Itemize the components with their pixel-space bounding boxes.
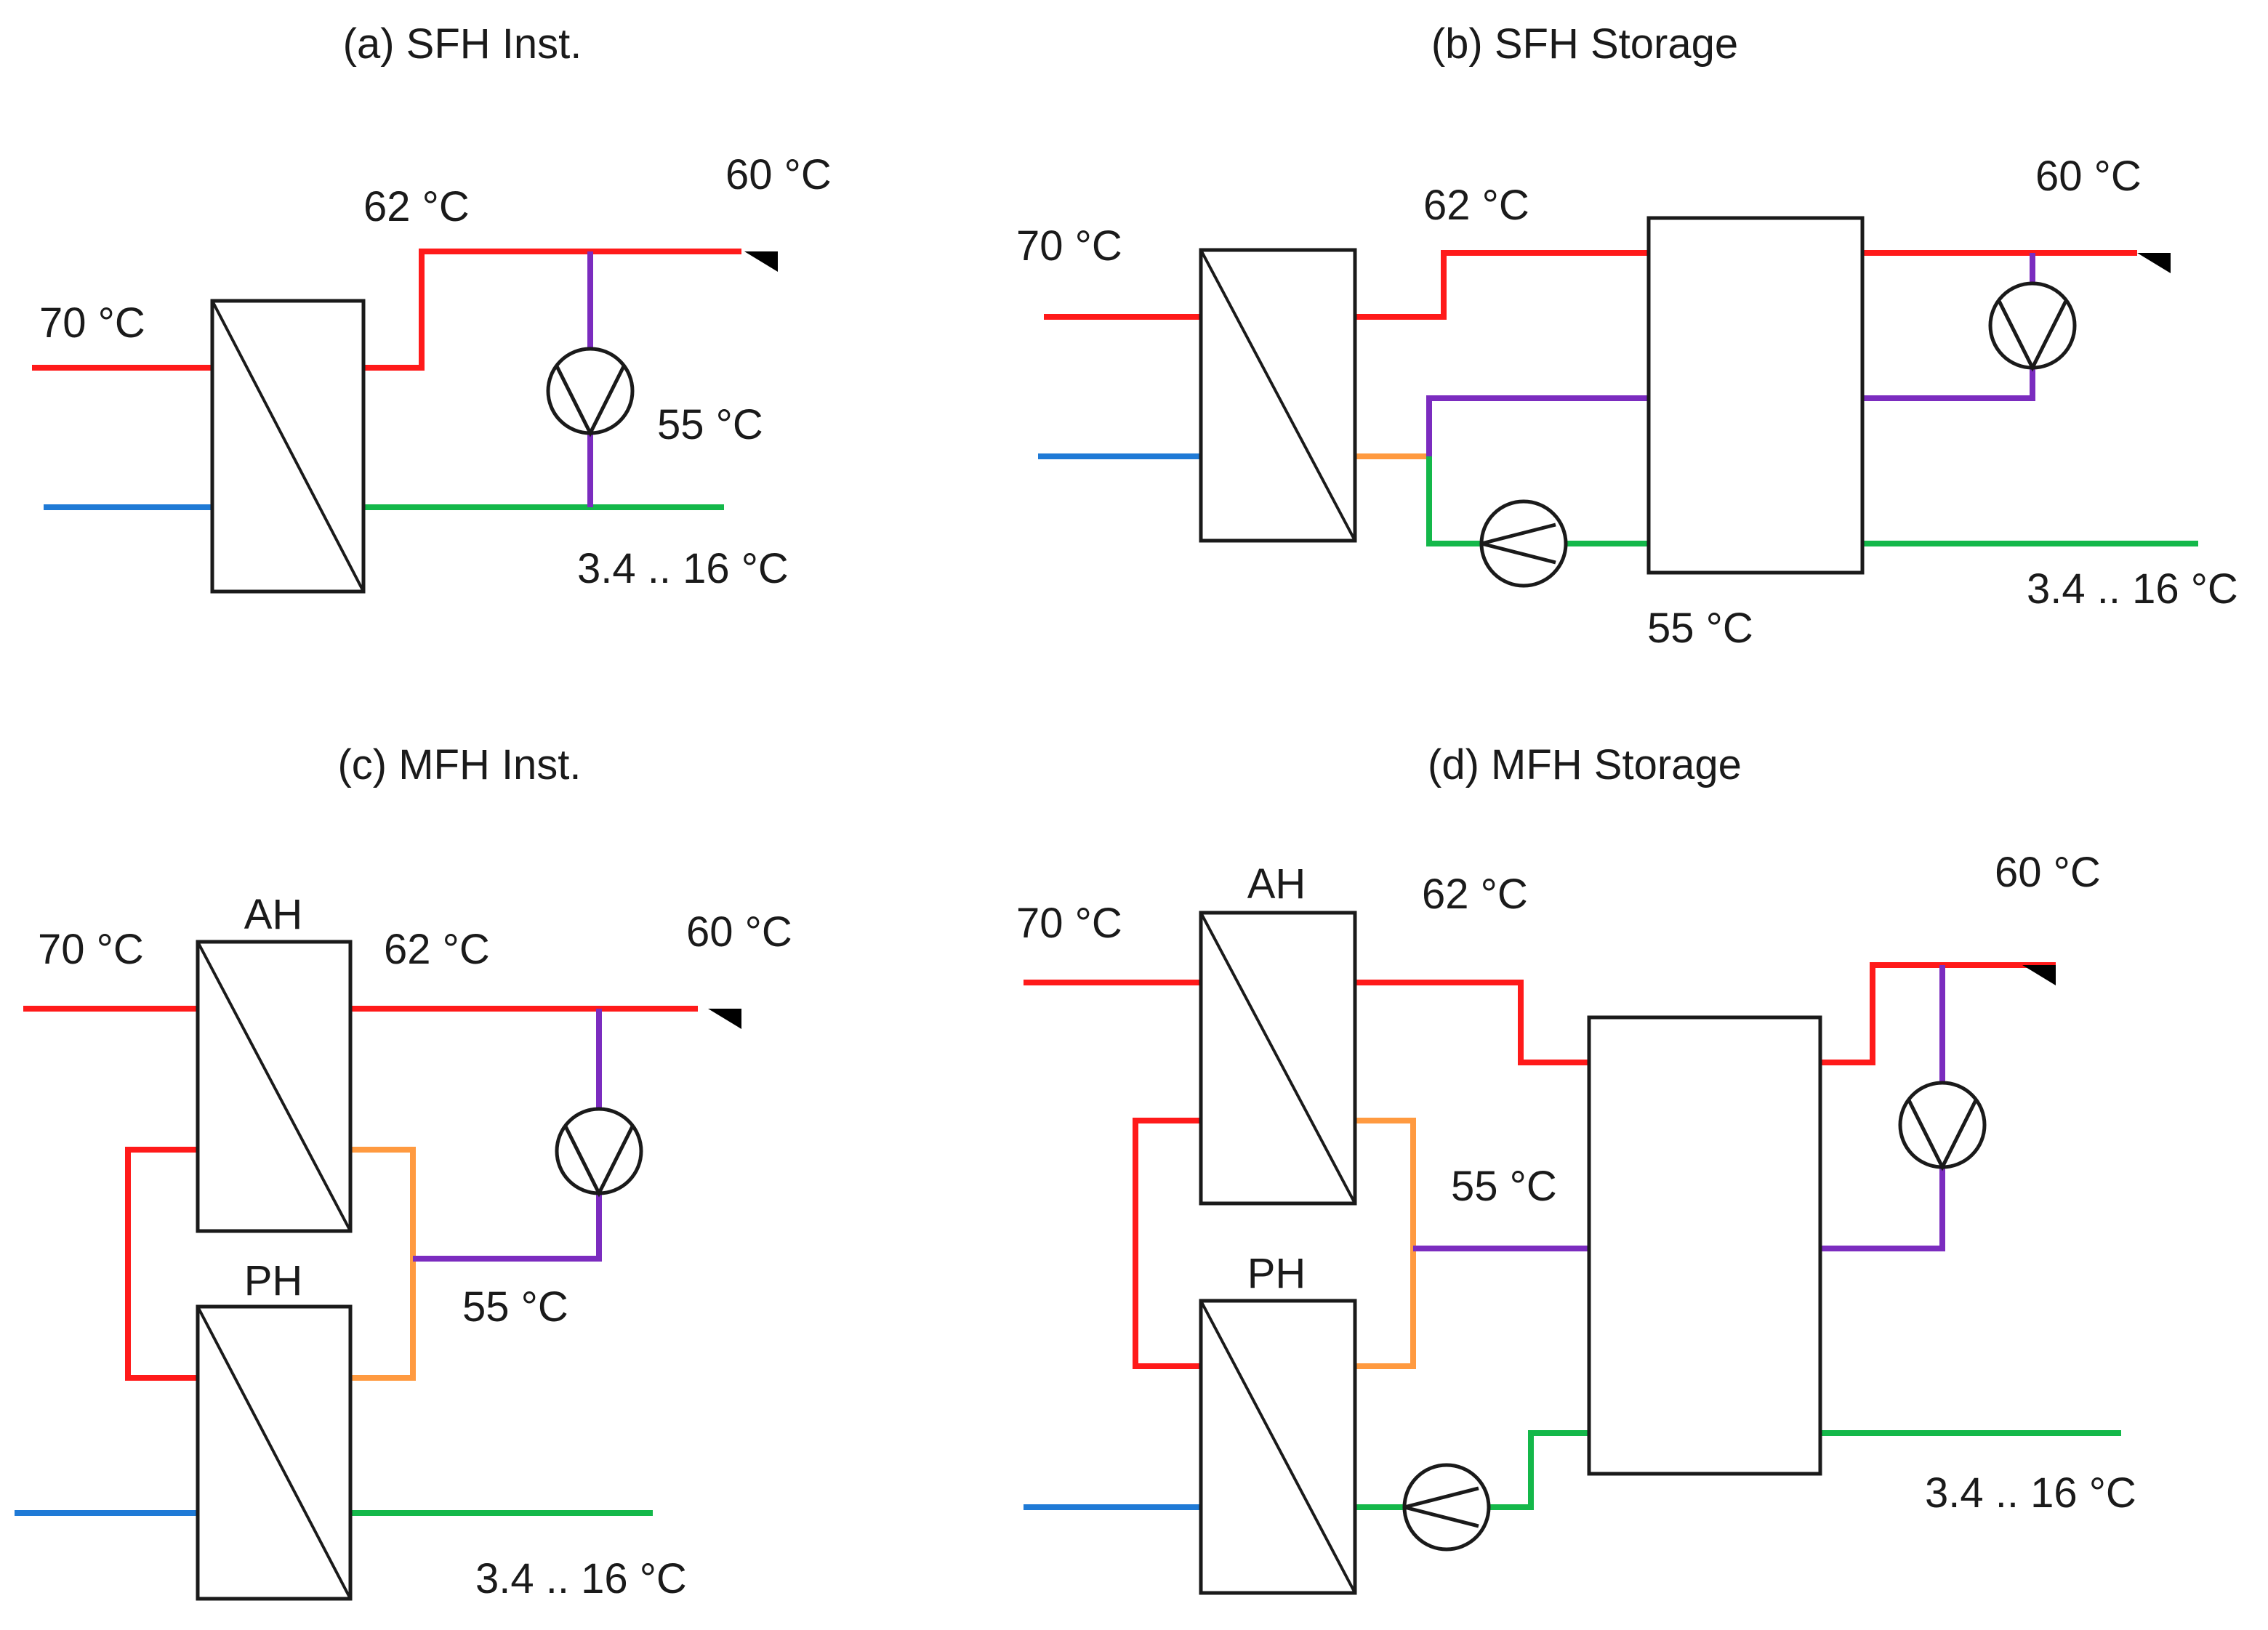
panel-d-label-ah: AH [1247,860,1306,908]
pump-icon [555,1107,643,1198]
panel-a-label-circ: 55 °C [657,401,763,448]
panel-d-circulation-pipe [1820,965,1945,1251]
tap-icon [744,233,810,299]
panel-d-ah-diagonal [1199,912,1356,1204]
panel-b-label-cold: 3.4 .. 16 °C [2027,565,2238,613]
panel-c-title: (c) MFH Inst. [337,741,581,788]
panel-a-label-after-hx: 62 °C [363,183,470,230]
panel-a-label-cold: 3.4 .. 16 °C [577,545,789,592]
tap-icon [708,990,773,1057]
panel-b-title: (b) SFH Storage [1431,20,1738,68]
panel-c-circulation-pipe [413,1009,602,1262]
panel-d-hot-water-pipe [1820,962,2056,1065]
panel-a-label-supply: 70 °C [39,299,145,347]
panel-b-hx-diagonal [1199,249,1356,541]
panel-d-label-after-hx: 62 °C [1422,871,1528,918]
panel-c-intermediate-pipe [350,1147,416,1381]
panel-c-label-ph: PH [244,1257,303,1304]
panel-c-label-ah: AH [244,891,303,938]
tap-icon [2137,234,2203,301]
panel-a-hot-water-pipe [363,249,741,371]
panel-d-label-tap: 60 °C [1995,849,2101,896]
panel-b-label-circ: 55 °C [1647,605,1753,652]
panel-b-charging-pipe [1426,456,1649,546]
panel-b-label-after-hx: 62 °C [1423,182,1529,229]
panel-b-label-tap: 60 °C [2035,153,2142,200]
panel-c-label-after-hx: 62 °C [384,926,490,973]
panel-c-label-supply: 70 °C [38,926,144,973]
panel-a-hx-diagonal [211,300,365,592]
panel-a-title: (a) SFH Inst. [343,20,582,68]
panel-a-label-tap: 60 °C [725,151,832,198]
panel-c-label-circ: 55 °C [462,1283,568,1331]
panel-b-storage-circulation-pipe [1426,395,1649,456]
panel-b-storage-tank [1646,216,1865,575]
panel-b-hx-to-storage-pipe [1355,250,1649,320]
pump-icon [546,347,635,437]
pump-icon [1898,1081,1987,1171]
panel-d-label-supply: 70 °C [1016,900,1122,947]
panel-d-intermediate-pipe [1355,1118,1416,1369]
panel-d-storage-tank [1587,1015,1822,1476]
panel-d-label-ph: PH [1247,1250,1306,1297]
panel-d-hx-to-storage-pipe [1355,980,1589,1065]
panel-c: (c) MFH Inst. AH PH 70 °C 62 °C 60 °C 55… [15,741,792,1602]
panel-b: (b) SFH Storage 70 °C 62 °C 60 °C 55 °C … [1016,20,2238,652]
panel-a: (a) SFH Inst. 70 °C 62 °C 60 °C 55 °C 3.… [32,20,832,594]
panel-c-ah-ph-link-pipe [125,1147,198,1381]
panel-c-ah-diagonal [196,941,352,1232]
pump-icon [1402,1463,1491,1552]
tap-icon [2022,946,2088,1013]
panel-c-label-cold: 3.4 .. 16 °C [475,1555,687,1602]
panel-d: (d) MFH Storage AH PH 70 °C 62 °C 6 [1016,741,2136,1595]
panel-d-ph-diagonal [1199,1300,1356,1594]
panel-c-label-tap: 60 °C [686,908,792,956]
pump-icon [1988,281,2077,372]
panel-d-ah-ph-link-pipe [1133,1118,1201,1369]
panel-d-label-circ: 55 °C [1451,1163,1557,1210]
panel-d-label-cold: 3.4 .. 16 °C [1925,1469,2136,1517]
panel-d-title: (d) MFH Storage [1428,741,1742,788]
panel-c-ph-diagonal [196,1306,352,1599]
pump-icon [1479,499,1568,588]
panel-b-label-supply: 70 °C [1016,222,1122,270]
